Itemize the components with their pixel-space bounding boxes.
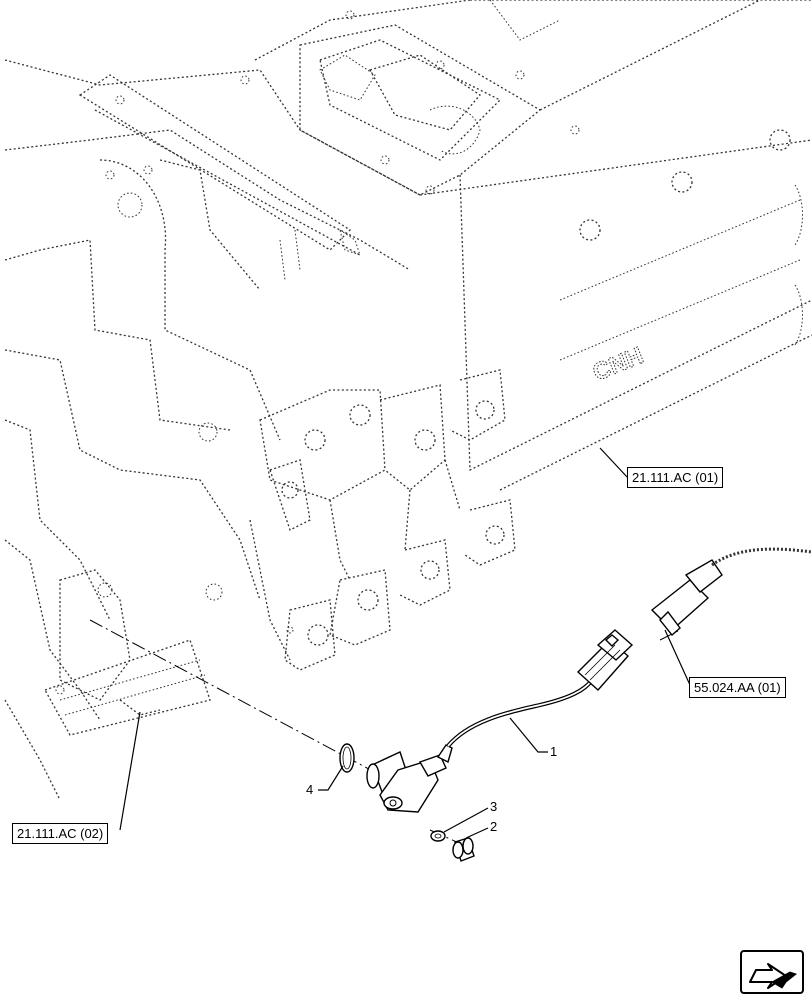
leader-ref-connector — [664, 629, 691, 686]
mating-connector — [650, 547, 812, 637]
leader-ref-top-right — [599, 447, 629, 479]
leader-item-2 — [465, 827, 489, 839]
leader-ref-bottom-left — [119, 711, 141, 831]
speed-sensor — [366, 744, 453, 813]
callout-item-2: 2 — [490, 819, 498, 834]
sensor-harness-cable — [446, 678, 594, 748]
o-ring — [339, 743, 355, 773]
leader-item-1 — [509, 717, 548, 753]
callout-item-4: 4 — [306, 782, 314, 797]
callout-item-1: 1 — [550, 744, 558, 759]
transmission-housing: CNH — [4, 0, 812, 801]
reference-label-sensor-connector[interactable]: 55.024.AA (01) — [689, 677, 786, 698]
harness-connector-plug — [576, 629, 634, 691]
reference-label-bottom-left[interactable]: 21.111.AC (02) — [12, 823, 109, 844]
cap-screw — [452, 837, 475, 862]
leader-item-3 — [443, 807, 489, 833]
assembly-centerline — [89, 619, 381, 776]
next-page-arrow-icon[interactable] — [740, 950, 804, 994]
housing-logo: CNH — [589, 342, 648, 388]
washer — [430, 830, 446, 842]
reference-label-top-right[interactable]: 21.111.AC (01) — [627, 467, 724, 488]
svg-text:CNH: CNH — [589, 342, 647, 387]
leader-item-4 — [318, 765, 344, 791]
callout-item-3: 3 — [490, 799, 498, 814]
